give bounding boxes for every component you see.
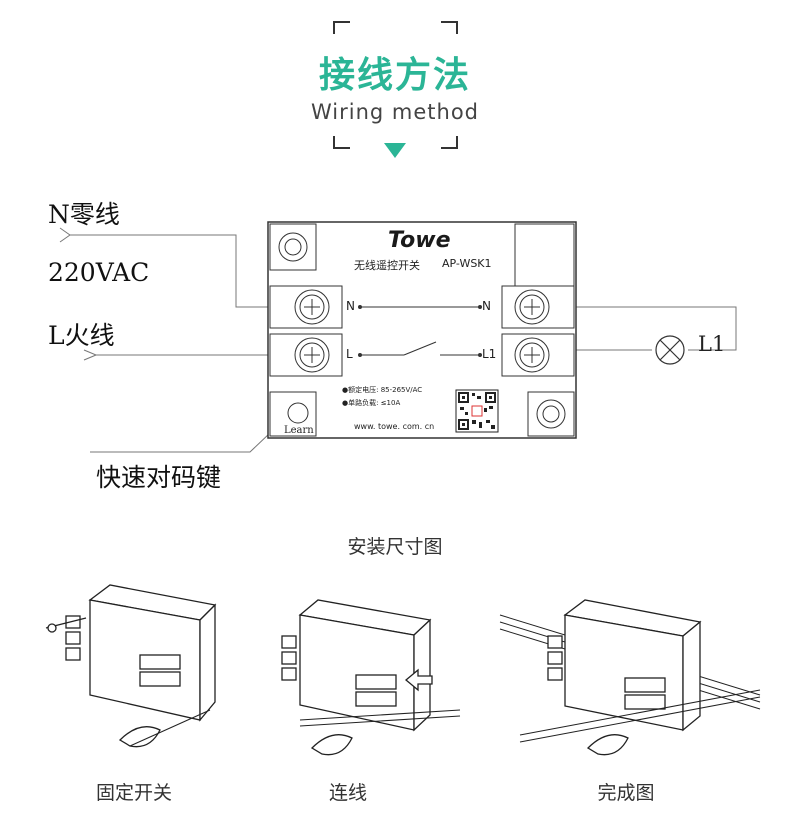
step-caption-fix: 固定开关 [95,782,172,804]
terminal-l1-right: L1 [482,347,497,361]
install-title: 安装尺寸图 [347,536,443,558]
install-illustrations [45,584,761,756]
step-complete-image [499,599,761,756]
device-model: AP-WSK1 [442,257,492,270]
label-n-wire: N零线 [48,200,120,229]
step-connect-image [281,599,461,756]
device-website: www. towe. com. cn [354,422,435,431]
spec-load: ●单路负载: ≤10A [342,399,401,407]
label-l1: L1 [698,332,726,356]
label-voltage: 220VAC [48,258,150,287]
learn-button-label: Learn [284,425,314,436]
terminal-l-left: L [346,347,353,361]
qr-code [455,389,499,433]
label-l-wire: L火线 [48,321,115,350]
lamp-icon [655,335,685,365]
terminal-n-right: N [482,299,491,313]
switch-device [267,221,577,439]
terminal-n-left: N [346,299,355,313]
wiring-diagram [59,221,737,453]
page-title: 接线方法 [318,55,471,96]
header-frame [333,21,458,158]
step-caption-connect: 连线 [328,782,367,804]
down-arrow-icon [384,143,406,158]
spec-voltage: ●额定电压: 85-265V/AC [342,386,423,394]
label-learn-key: 快速对码键 [96,463,222,492]
brand-logo: Towe [388,228,451,253]
step-fix-switch-image [45,584,217,748]
device-name: 无线遥控开关 [354,259,420,272]
page-subtitle: Wiring method [310,100,480,124]
step-caption-complete: 完成图 [597,782,655,804]
